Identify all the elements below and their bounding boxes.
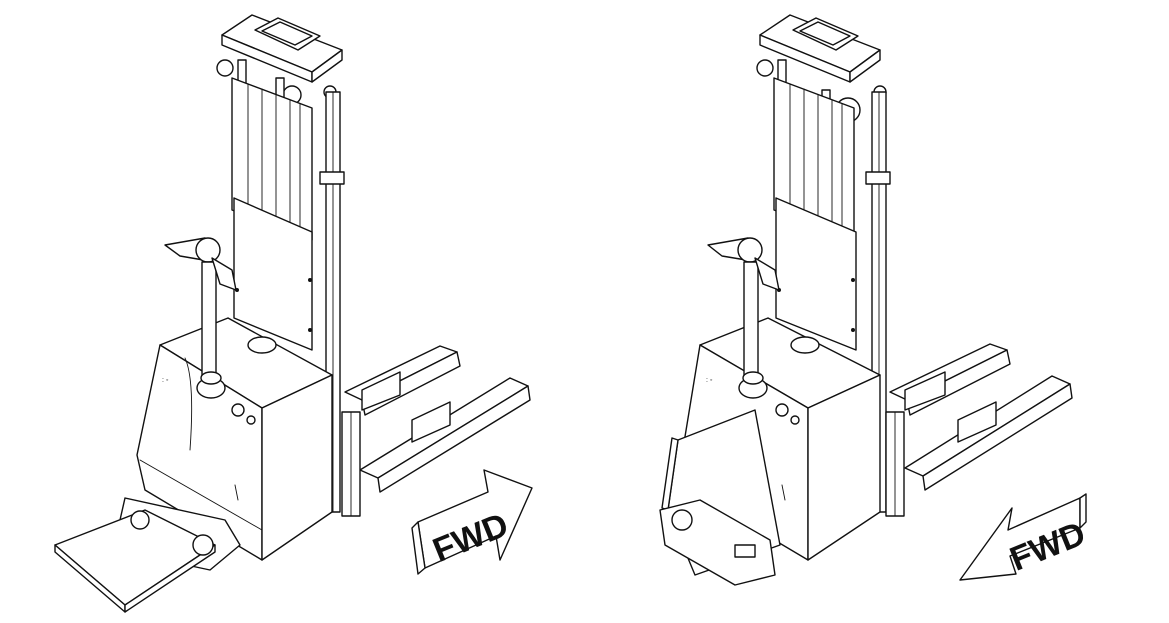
forks-right xyxy=(885,343,1073,517)
stacker-right: : ◦ xyxy=(659,14,1073,586)
tiller-left xyxy=(164,237,237,399)
operator-platform-up xyxy=(659,409,786,586)
fwd-arrow-left: FWD xyxy=(959,493,1091,581)
forks-left xyxy=(341,345,531,517)
fwd-arrow-right: FWD xyxy=(411,469,533,575)
stacker-left: : ◦ xyxy=(54,14,531,613)
svg-text:: ◦: : ◦ xyxy=(706,377,712,384)
tiller-right xyxy=(707,237,780,399)
svg-text:: ◦: : ◦ xyxy=(162,377,168,384)
operator-platform-down xyxy=(54,497,241,613)
mast-top-left xyxy=(216,14,343,124)
